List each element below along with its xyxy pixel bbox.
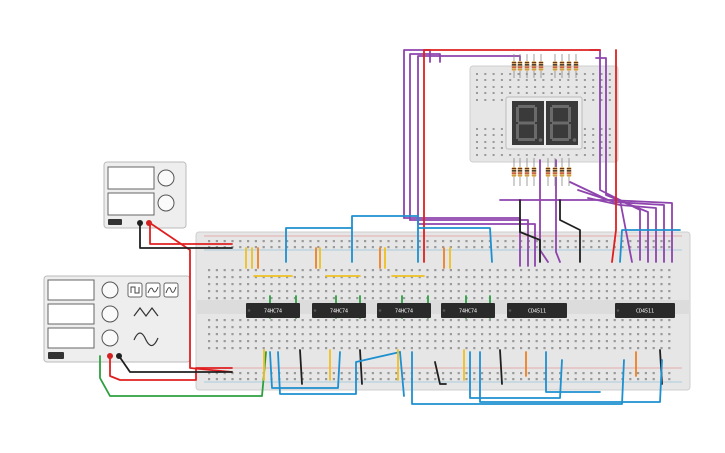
wire[interactable] xyxy=(285,227,353,263)
wire[interactable] xyxy=(411,351,625,405)
resistor[interactable] xyxy=(517,158,523,186)
chip-label: 74HC74 xyxy=(395,309,413,315)
voltage-knob[interactable] xyxy=(157,169,175,187)
wire[interactable] xyxy=(611,49,617,263)
wire[interactable] xyxy=(479,351,663,403)
resistor[interactable] xyxy=(511,54,517,78)
chip-label: 74HC74 xyxy=(264,309,282,315)
wire[interactable] xyxy=(403,49,431,219)
resistor[interactable] xyxy=(559,54,565,78)
resistors[interactable] xyxy=(511,54,579,186)
seven-segment-display[interactable] xyxy=(505,96,583,150)
wire[interactable] xyxy=(417,223,536,267)
ic-chip[interactable]: 74HC74 xyxy=(246,303,300,318)
wire[interactable] xyxy=(359,349,363,385)
ic-chip[interactable]: 74HC74 xyxy=(441,303,495,318)
wire[interactable] xyxy=(118,355,233,373)
wire[interactable] xyxy=(409,53,441,221)
wire[interactable] xyxy=(277,351,401,395)
resistor[interactable] xyxy=(531,158,537,186)
wire[interactable] xyxy=(595,57,649,263)
ic-chip[interactable]: CD4511 xyxy=(615,303,675,318)
current-knob[interactable] xyxy=(157,194,175,212)
resistor[interactable] xyxy=(538,54,544,78)
wire[interactable] xyxy=(417,227,493,263)
chip-label: 74HC74 xyxy=(459,309,477,315)
wire[interactable] xyxy=(469,351,563,399)
resistor[interactable] xyxy=(511,158,517,186)
ic-chip[interactable]: CD4511 xyxy=(507,303,567,318)
wire[interactable] xyxy=(587,197,657,263)
chip-label: CD4511 xyxy=(528,309,546,315)
frequency-knob[interactable] xyxy=(101,281,119,299)
wire[interactable] xyxy=(299,349,303,385)
ic-chip[interactable]: 74HC74 xyxy=(312,303,366,318)
wire[interactable] xyxy=(499,349,503,385)
chip-label: 74HC74 xyxy=(330,309,348,315)
wires[interactable] xyxy=(99,49,681,405)
power-supply-small[interactable] xyxy=(103,161,187,229)
ic-chip[interactable]: 74HC74 xyxy=(377,303,431,318)
wire[interactable] xyxy=(109,355,233,381)
wire[interactable] xyxy=(149,222,233,373)
function-generator[interactable] xyxy=(43,275,191,363)
wire[interactable] xyxy=(149,222,233,245)
wire[interactable] xyxy=(619,229,681,263)
wire[interactable] xyxy=(351,215,419,263)
wire[interactable] xyxy=(409,219,529,267)
wire[interactable] xyxy=(555,159,561,263)
ic-chips: 74HC74 74HC74 74HC74 74HC74 CD4511 CD4511 xyxy=(246,303,675,318)
chip-label: CD4511 xyxy=(636,309,654,315)
resistor[interactable] xyxy=(517,54,523,78)
wire[interactable] xyxy=(139,222,233,249)
wire[interactable] xyxy=(99,351,267,397)
wire[interactable] xyxy=(559,199,581,263)
wire[interactable] xyxy=(519,199,541,263)
resistor[interactable] xyxy=(559,158,565,186)
resistor[interactable] xyxy=(566,54,572,78)
resistor[interactable] xyxy=(524,54,530,78)
amplitude-knob[interactable] xyxy=(101,305,119,323)
wire[interactable] xyxy=(434,361,447,385)
wire[interactable] xyxy=(569,181,673,263)
resistor[interactable] xyxy=(545,158,551,186)
wire[interactable] xyxy=(499,199,633,263)
resistor[interactable] xyxy=(552,54,558,78)
resistor[interactable] xyxy=(552,158,558,186)
resistor[interactable] xyxy=(524,158,530,186)
resistor[interactable] xyxy=(531,54,537,78)
resistor[interactable] xyxy=(566,158,572,186)
wire[interactable] xyxy=(545,351,601,393)
offset-knob[interactable] xyxy=(101,329,119,347)
resistor[interactable] xyxy=(573,54,579,78)
wire[interactable] xyxy=(423,49,601,263)
wire[interactable] xyxy=(269,351,341,389)
wire[interactable] xyxy=(577,189,665,263)
wire[interactable] xyxy=(399,351,405,397)
